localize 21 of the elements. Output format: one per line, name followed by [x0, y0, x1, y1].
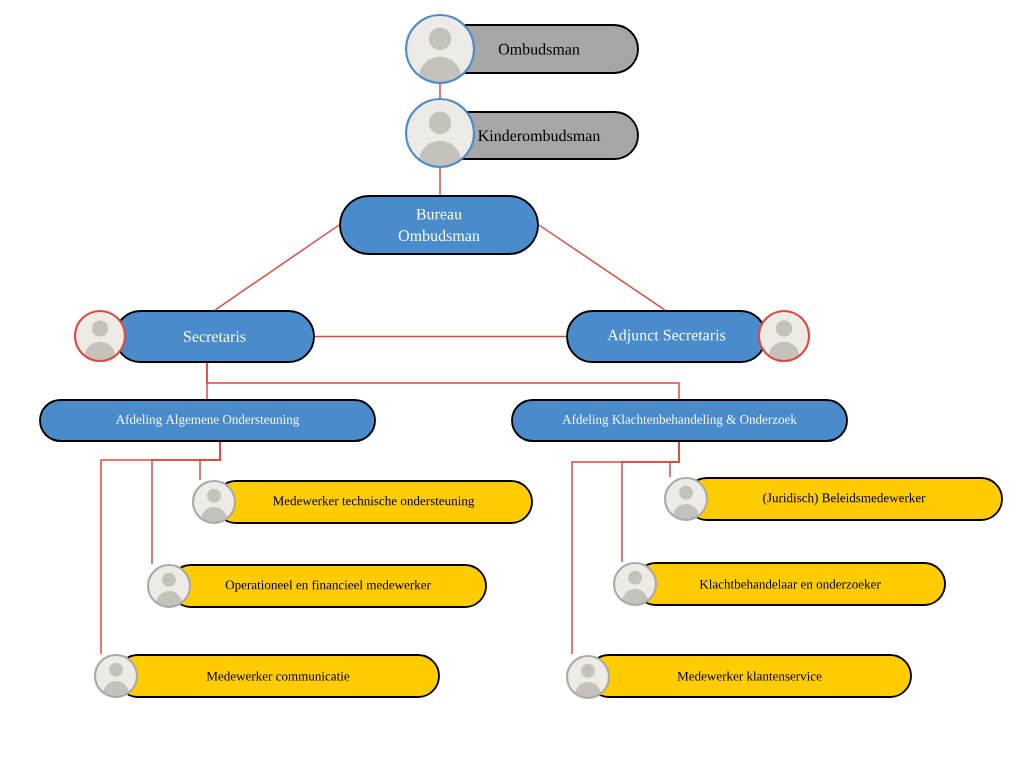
position-box: Medewerker technische ondersteuning [191, 479, 533, 525]
connector-line [206, 362, 680, 400]
position-box: Medewerker communicatie [93, 653, 440, 699]
position-box: Afdeling Algemene Ondersteuning [39, 399, 376, 442]
position-box: Secretaris [73, 309, 315, 363]
connector-line [538, 224, 666, 311]
connector-line [571, 441, 680, 655]
position-box: Ombudsman [404, 13, 639, 85]
position-box: Kinderombudsman [404, 97, 639, 169]
position-box: Klachtbehandelaar en onderzoeker [612, 561, 946, 607]
position-box: (Juridisch) Beleidsmedewerker [663, 476, 1003, 522]
position-box: Bureau Ombudsman [339, 195, 539, 255]
connector-line [100, 441, 221, 655]
position-box: Operationeel en financieel medewerker [146, 563, 487, 609]
position-box: Adjunct Secretaris [566, 309, 811, 363]
position-box: Medewerker klantenservice [565, 654, 912, 700]
connector-line [439, 83, 441, 99]
connector-line [314, 335, 567, 338]
connector-line [439, 167, 441, 196]
connector-line [214, 224, 340, 311]
position-box: Afdeling Klachtenbehandeling & Onderzoek [511, 399, 848, 442]
